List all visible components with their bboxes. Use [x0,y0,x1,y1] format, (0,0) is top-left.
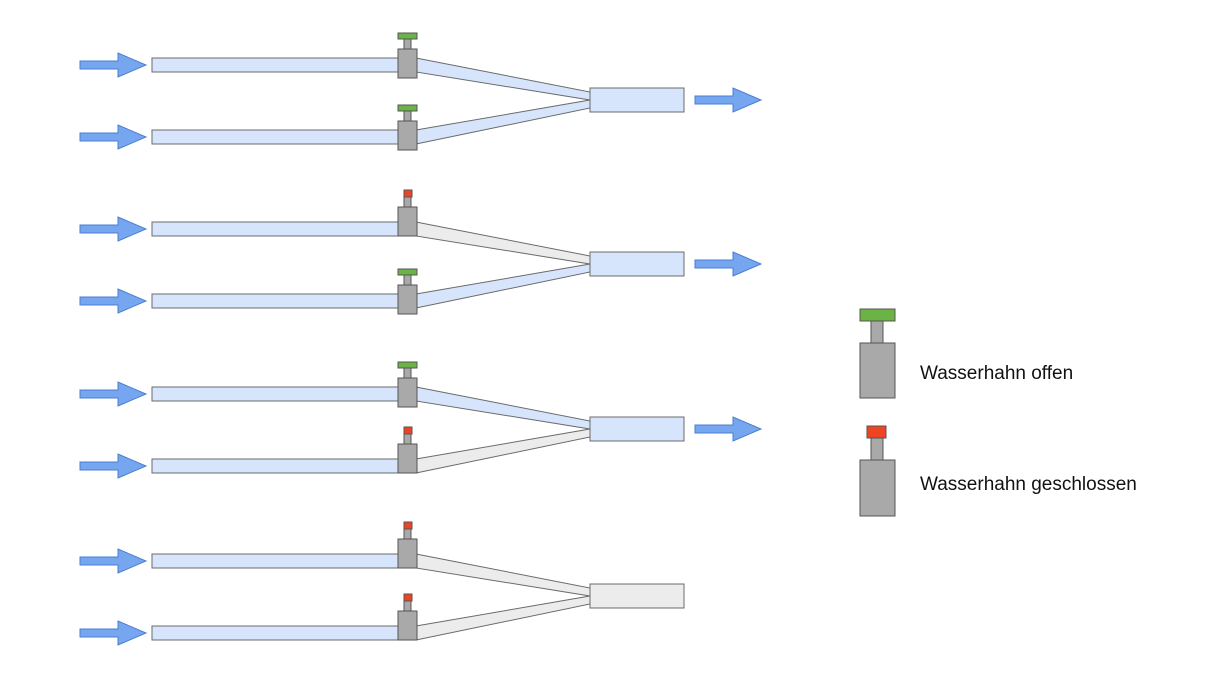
inlet-arrow-lower [79,453,148,479]
tap-upper-handle-closed [403,189,413,198]
tap-lower-handle-closed [403,426,413,435]
tap-lower [397,426,418,474]
tap-upper [397,521,418,569]
scenario-4 [79,521,685,646]
tap-upper-handle-open [397,361,418,369]
tap-lower-stem [403,600,412,612]
inlet-pipe-upper [151,386,417,402]
tap-lower-stem [403,110,412,122]
tap-upper [397,189,418,237]
outlet-pipe [589,416,685,442]
tap-lower-body [397,284,418,315]
inlet-arrow-upper [79,381,148,407]
inlet-pipe-lower [151,625,417,641]
scenario-2 [79,189,763,315]
inlet-pipe-lower [151,458,417,474]
legend-closed-tap: Wasserhahn geschlossen [859,425,1137,517]
legend-open-tap: Wasserhahn offen [859,308,1073,399]
inlet-pipe-upper [151,553,417,569]
outlet-arrow [694,416,763,442]
inlet-arrow-upper [79,52,148,78]
inlet-pipe-upper [151,221,417,237]
legend-open-handle [859,308,896,322]
inlet-pipe-upper [151,57,417,73]
outlet-pipe [589,251,685,277]
tap-upper-body [397,538,418,569]
outlet-pipe [589,87,685,113]
legend-closed-stem [870,437,884,461]
tap-upper [397,32,418,79]
branch-pipe-upper [415,221,591,265]
tap-lower-stem [403,274,412,286]
tap-upper-stem [403,367,412,379]
legend-closed-label: Wasserhahn geschlossen [920,474,1137,495]
legend-closed-handle [866,425,887,439]
tap-lower [397,593,418,641]
tap-lower-stem [403,433,412,445]
tap-upper-stem [403,196,412,208]
legend-closed-body [859,459,896,517]
inlet-arrow-upper [79,216,148,242]
legend-open-stem [870,320,884,344]
branch-pipe-upper [415,553,591,597]
tap-lower-handle-open [397,104,418,112]
tap-lower-handle-closed [403,593,413,602]
inlet-arrow-lower [79,124,148,150]
branch-pipe-lower [415,428,591,474]
branch-pipe-lower [415,263,591,309]
tap-upper-stem [403,528,412,540]
branch-pipe-upper [415,386,591,430]
inlet-arrow-lower [79,620,148,646]
outlet-pipe [589,583,685,609]
inlet-pipe-lower [151,293,417,309]
tap-lower-handle-open [397,268,418,276]
branch-pipe-upper [415,57,591,101]
branch-pipe-lower [415,595,591,641]
scenario-1 [79,32,763,151]
inlet-pipe-lower [151,129,417,145]
inlet-arrow-lower [79,288,148,314]
legend: Wasserhahn offen Wasserhahn geschlossen [859,308,1137,517]
legend-open-body [859,342,896,399]
tap-lower-body [397,120,418,151]
scenarios-group [79,32,763,646]
inlet-arrow-upper [79,548,148,574]
tap-lower [397,104,418,151]
outlet-arrow [694,87,763,113]
tap-upper-body [397,48,418,79]
tap-upper-body [397,377,418,408]
outlet-arrow [694,251,763,277]
branch-pipe-lower [415,99,591,145]
tap-lower [397,268,418,315]
scenario-3 [79,361,763,479]
tap-lower-body [397,610,418,641]
tap-upper-handle-open [397,32,418,40]
tap-upper-handle-closed [403,521,413,530]
tap-lower-body [397,443,418,474]
tap-upper [397,361,418,408]
tap-upper-stem [403,38,412,50]
tap-upper-body [397,206,418,237]
legend-open-label: Wasserhahn offen [920,363,1073,384]
